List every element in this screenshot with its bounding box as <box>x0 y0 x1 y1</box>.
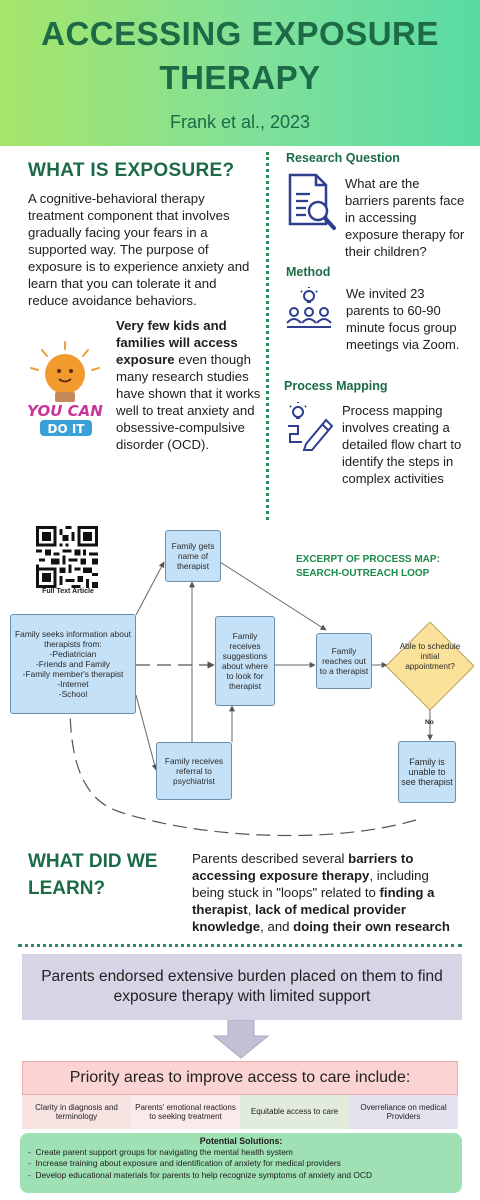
what-is-exposure-body: A cognitive-behavioral therapy treatment… <box>28 191 250 308</box>
node-suggestions: Family receives suggestions about where … <box>215 616 275 706</box>
research-question-heading: Research Question <box>286 151 400 165</box>
process-mapping-text: Process mapping involves creating a deta… <box>342 403 462 486</box>
solution-item: - Create parent support groups for navig… <box>28 1147 293 1157</box>
solution-text: Create parent support groups for navigat… <box>35 1147 293 1157</box>
learn-text-1: Parents described several <box>192 851 349 866</box>
few-kids-bold: Very few kids and families will access e… <box>116 318 238 367</box>
edge-dashed-loop-back <box>66 703 417 837</box>
column-divider <box>266 152 269 520</box>
node-unable: Family is unable to see therapist <box>398 741 456 803</box>
no-label: No <box>425 719 434 726</box>
priority-area: Parents' emotional reactions to seeking … <box>131 1095 240 1129</box>
qr-label: Full Text Article <box>42 588 94 595</box>
node-gets-name: Family gets name of therapist <box>165 530 221 582</box>
solution-item: - Increase training about exposure and i… <box>28 1158 341 1169</box>
arrow-down-icon <box>212 1020 270 1059</box>
learn-paragraph: Parents described several barriers to ac… <box>192 850 462 935</box>
node-referral: Family receives referral to psychiatrist <box>156 742 232 800</box>
document-search-icon <box>288 173 336 230</box>
group-idea-icon <box>286 287 332 328</box>
edge-seeks-to-name <box>135 561 165 616</box>
learn-bold-knowledge: lack of medical provider knowledge <box>192 902 407 934</box>
method-text: We invited 23 parents to 60-90 minute fo… <box>346 286 460 352</box>
research-question-text: What are the barriers parents face in ac… <box>345 176 465 259</box>
priority-area: Equitable access to care <box>240 1095 349 1129</box>
learn-text-3: , <box>247 902 256 917</box>
sticker-text-do-it: DO IT <box>48 422 86 436</box>
learn-bold-finding: finding a therapist <box>192 885 435 917</box>
burden-box: Parents endorsed extensive burden placed… <box>22 954 462 1020</box>
process-map-diagram <box>66 561 433 837</box>
node-reaches-out: Family reaches out to a therapist <box>316 633 372 689</box>
learn-text-4: , and <box>260 919 294 934</box>
qr-code[interactable] <box>36 526 98 588</box>
learn-bold-barriers: barriers to accessing exposure therapy <box>192 851 414 883</box>
header-banner: ACCESSING EXPOSURE THERAPY Frank et al.,… <box>0 0 480 146</box>
page-title: ACCESSING EXPOSURE THERAPY <box>0 12 480 100</box>
decision-text: Able to schedule initial appointment? <box>399 642 461 671</box>
citation: Frank et al., 2023 <box>169 112 311 132</box>
process-pencil-icon <box>288 402 334 451</box>
title-line-1: ACCESSING EXPOSURE <box>41 15 439 52</box>
sticker-text-you-can: YOU CAN <box>27 402 103 420</box>
learn-bold-research: doing their own research <box>293 919 450 934</box>
process-mapping-heading: Process Mapping <box>284 379 388 393</box>
few-kids-rest: even though many research studies have s… <box>116 352 261 452</box>
title-line-2: THERAPY <box>159 59 321 96</box>
solutions-box: Potential Solutions: - Create parent sup… <box>20 1133 462 1193</box>
what-is-exposure-heading: WHAT IS EXPOSURE? <box>28 160 235 181</box>
priority-areas: Clarity in diagnosis and terminology Par… <box>22 1095 458 1129</box>
excerpt-title: EXCERPT OF PROCESS MAP: SEARCH-OUTREACH … <box>296 554 440 579</box>
priority-area: Overreliance on medical Providers <box>349 1095 458 1129</box>
solution-text: Develop educational materials for parent… <box>35 1169 373 1180</box>
solutions-title: Potential Solutions: <box>199 1136 283 1146</box>
edge-name-to-reaches <box>219 561 327 631</box>
learn-text-2: , including being stuck in "loops" relat… <box>192 868 429 900</box>
method-heading: Method <box>286 265 331 279</box>
section-divider <box>18 944 462 947</box>
priority-heading: Priority areas to improve access to care… <box>22 1061 458 1095</box>
priority-area: Clarity in diagnosis and terminology <box>22 1095 131 1129</box>
solution-item: - Develop educational materials for pare… <box>28 1169 373 1180</box>
what-did-we-learn-heading: WHAT DID WE LEARN? <box>28 851 158 899</box>
solution-text: Increase training about exposure and ide… <box>35 1158 341 1169</box>
edge-seeks-to-referral <box>135 694 158 771</box>
node-family-seeks: Family seeks information about therapist… <box>10 614 136 714</box>
decision-diamond <box>386 622 474 710</box>
lightbulb-sticker-icon: YOU CAN DO IT <box>27 341 103 436</box>
few-kids-paragraph: Very few kids and families will access e… <box>116 317 266 453</box>
